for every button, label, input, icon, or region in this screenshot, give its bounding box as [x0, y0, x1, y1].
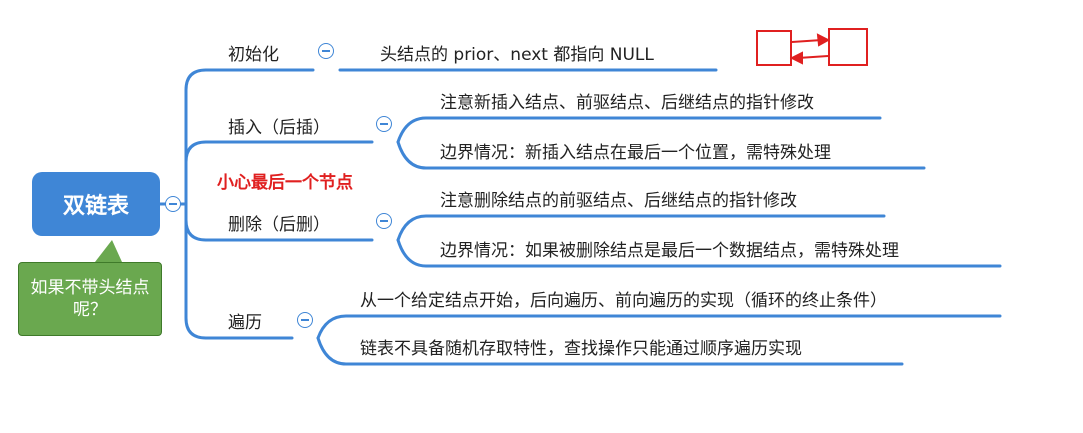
child-line-traverse-2 [316, 336, 904, 366]
warning-note: 小心最后一个节点 [217, 173, 353, 193]
collapse-toggle-init[interactable] [318, 43, 334, 59]
child-line-traverse-1 [316, 314, 1002, 340]
branch-curve-traverse [184, 202, 208, 340]
child-line-delete-2 [396, 238, 1002, 268]
root-collapse-toggle[interactable] [165, 196, 181, 212]
child-line-insert-2 [396, 140, 926, 170]
branch-label-traverse[interactable]: 遍历 [228, 313, 262, 333]
callout-note: 如果不带头结点呢？ [18, 262, 162, 336]
child-insert-2[interactable]: 边界情况：新插入结点在最后一个位置，需特殊处理 [440, 143, 831, 163]
child-line-delete-1 [396, 214, 886, 242]
root-node[interactable]: 双链表 [32, 172, 160, 236]
child-init-1[interactable]: 头结点的 prior、next 都指向 NULL [380, 45, 654, 65]
child-delete-1[interactable]: 注意删除结点的前驱结点、后继结点的指针修改 [440, 191, 797, 211]
child-insert-1[interactable]: 注意新插入结点、前驱结点、后继结点的指针修改 [440, 93, 814, 113]
branch-curve-insert [184, 140, 208, 206]
child-line-insert-1 [396, 116, 882, 144]
collapse-toggle-traverse[interactable] [297, 312, 313, 328]
branch-label-init[interactable]: 初始化 [228, 45, 279, 65]
child-traverse-1[interactable]: 从一个给定结点开始，后向遍历、前向遍历的实现（循环的终止条件） [360, 291, 887, 311]
callout-pointer [95, 240, 122, 262]
collapse-toggle-insert[interactable] [376, 116, 392, 132]
branch-label-insert[interactable]: 插入（后插） [228, 118, 330, 138]
pointer-arrows [789, 33, 831, 65]
branch-label-delete[interactable]: 删除（后删） [228, 215, 330, 235]
node-box-right [828, 28, 868, 66]
child-delete-2[interactable]: 边界情况：如果被删除结点是最后一个数据结点，需特殊处理 [440, 241, 899, 261]
node-box-left [756, 30, 792, 66]
child-traverse-2[interactable]: 链表不具备随机存取特性，查找操作只能通过顺序遍历实现 [360, 339, 802, 359]
branch-curve-delete [184, 202, 208, 242]
branch-curve-init [184, 68, 208, 206]
collapse-toggle-delete[interactable] [376, 213, 392, 229]
